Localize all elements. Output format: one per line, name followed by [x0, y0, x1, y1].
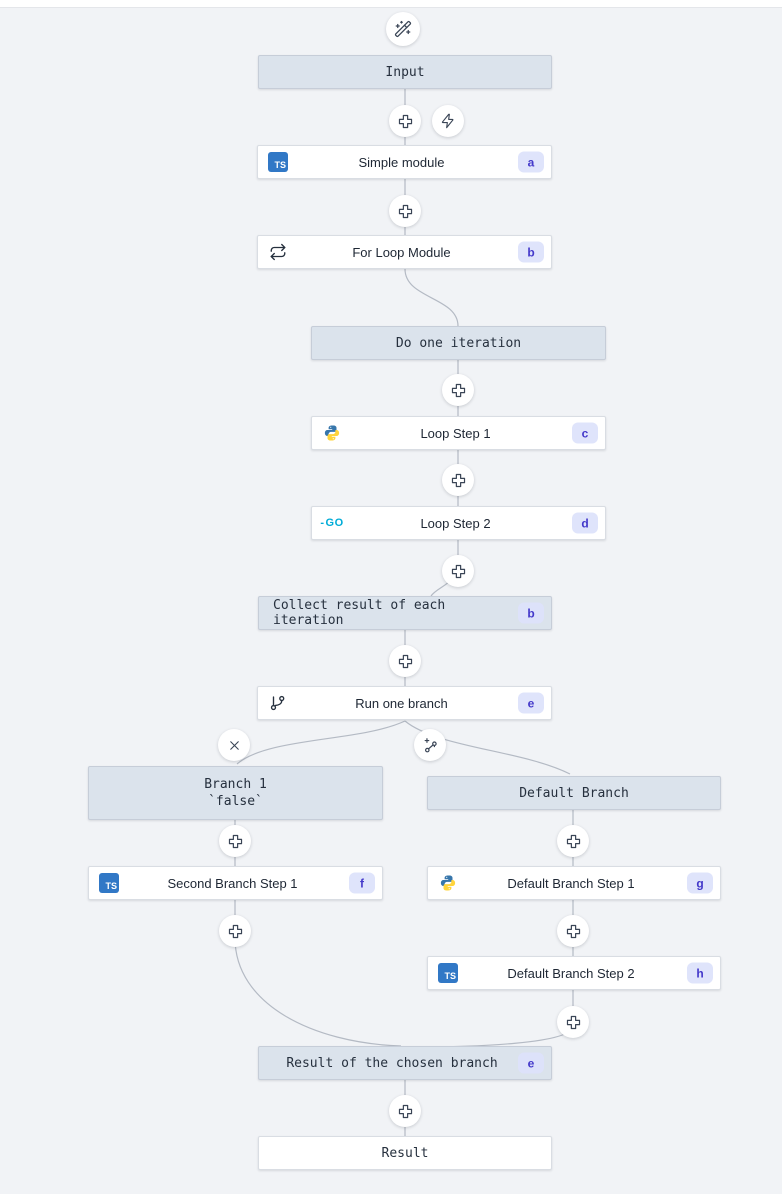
trigger-button[interactable]: [432, 105, 464, 137]
remove-branch-button[interactable]: [218, 729, 250, 761]
add-step-button[interactable]: [389, 195, 421, 227]
node-label: Default Branch Step 1: [507, 875, 635, 891]
plus-icon: [451, 473, 465, 487]
top-border-bar: [0, 0, 782, 8]
add-step-button[interactable]: [219, 915, 251, 947]
node-simple-module[interactable]: TS Simple module a: [257, 145, 552, 179]
node-collect-result[interactable]: Collect result of each iteration b: [258, 596, 552, 630]
node-result-of-chosen-branch[interactable]: Result of the chosen branch e: [258, 1046, 552, 1080]
step-id-badge: e: [518, 692, 544, 714]
go-icon: GO: [320, 517, 344, 529]
plus-icon: [398, 1104, 412, 1118]
node-default-branch-step-2[interactable]: TS Default Branch Step 2 h: [427, 956, 721, 990]
zap-icon: [441, 113, 454, 129]
node-label: Loop Step 2: [420, 515, 491, 531]
typescript-icon: TS: [268, 152, 288, 172]
node-label: Result of the chosen branch: [286, 1055, 498, 1071]
node-label: Collect result of each iteration: [273, 598, 446, 628]
add-branch-icon: [424, 737, 437, 752]
plus-icon: [451, 383, 465, 397]
plus-icon: [566, 1015, 580, 1029]
add-step-button[interactable]: [557, 825, 589, 857]
node-label: Second Branch Step 1: [167, 875, 298, 891]
step-id-badge: b: [518, 241, 544, 263]
node-label: Loop Step 1: [420, 425, 491, 441]
node-second-branch-step-1[interactable]: TS Second Branch Step 1 f: [88, 866, 383, 900]
wand-sparkles-icon: [394, 20, 412, 38]
plus-icon: [228, 924, 242, 938]
plus-icon: [566, 834, 580, 848]
plus-icon: [228, 834, 242, 848]
node-loop-step-1[interactable]: Loop Step 1 c: [311, 416, 606, 450]
add-step-button[interactable]: [442, 464, 474, 496]
step-id-badge: b: [518, 602, 544, 624]
plus-icon: [398, 204, 412, 218]
add-step-button[interactable]: [442, 374, 474, 406]
python-icon: [324, 425, 340, 441]
add-step-button[interactable]: [557, 915, 589, 947]
typescript-icon: TS: [99, 873, 119, 893]
node-label: For Loop Module: [352, 244, 451, 260]
plus-icon: [398, 654, 412, 668]
branch-label: Branch 1: [204, 777, 267, 792]
node-label: Result: [381, 1145, 429, 1161]
step-id-badge: e: [518, 1052, 544, 1074]
git-branch-icon: [270, 695, 285, 711]
node-default-branch-step-1[interactable]: Default Branch Step 1 g: [427, 866, 721, 900]
node-do-one-iteration[interactable]: Do one iteration: [311, 326, 606, 360]
node-label: Run one branch: [355, 695, 448, 711]
ai-flow-button[interactable]: [386, 12, 420, 46]
typescript-icon: TS: [438, 963, 458, 983]
node-loop-step-2[interactable]: GO Loop Step 2 d: [311, 506, 606, 540]
python-icon: [440, 875, 456, 891]
plus-icon: [398, 114, 412, 128]
node-input[interactable]: Input: [258, 55, 552, 89]
add-step-button[interactable]: [389, 645, 421, 677]
node-for-loop-module[interactable]: For Loop Module b: [257, 235, 552, 269]
step-id-badge: d: [572, 512, 598, 534]
step-id-badge: h: [687, 962, 713, 984]
step-id-badge: f: [349, 872, 375, 894]
node-label: Do one iteration: [395, 335, 522, 351]
step-id-badge: c: [572, 422, 598, 444]
node-result[interactable]: Result: [258, 1136, 552, 1170]
plus-icon: [566, 924, 580, 938]
add-step-button[interactable]: [389, 1095, 421, 1127]
x-icon: [229, 740, 239, 750]
node-label: Simple module: [358, 154, 445, 170]
add-branch-button[interactable]: [414, 729, 446, 761]
node-label: Default Branch Step 2: [507, 965, 635, 981]
node-branch-1[interactable]: Branch 1 `false`: [88, 766, 383, 820]
node-label: Input: [385, 64, 425, 80]
repeat-icon: [270, 243, 286, 261]
add-step-button[interactable]: [219, 825, 251, 857]
node-run-one-branch[interactable]: Run one branch e: [257, 686, 552, 720]
node-default-branch[interactable]: Default Branch: [427, 776, 721, 810]
add-step-button[interactable]: [389, 105, 421, 137]
step-id-badge: g: [687, 872, 713, 894]
add-step-button[interactable]: [557, 1006, 589, 1038]
step-id-badge: a: [518, 151, 544, 173]
branch-label: Default Branch: [519, 785, 629, 801]
plus-icon: [451, 564, 465, 578]
branch-condition: `false`: [208, 794, 263, 809]
add-step-button[interactable]: [442, 555, 474, 587]
